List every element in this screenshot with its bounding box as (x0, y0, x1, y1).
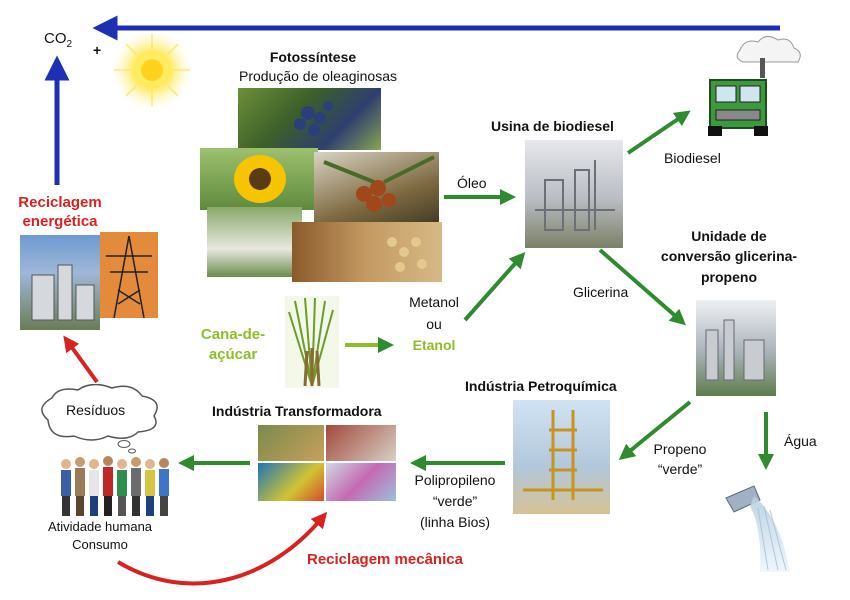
sugarcane-icon (285, 296, 339, 388)
power-tower-icon (100, 232, 158, 318)
polipropileno-line3: (linha Bios) (419, 514, 491, 530)
metanol-arrow (463, 252, 526, 322)
atividade-line2: Consumo (72, 537, 128, 552)
truck-icon (708, 36, 801, 136)
reciclagem-energetica-arrow (63, 335, 99, 384)
usina-title: Usina de biodiesel (491, 118, 614, 134)
water-tap-icon (720, 478, 802, 574)
polipropileno-line2: “verde” (432, 493, 478, 509)
cloud-icon (41, 384, 158, 454)
plastic-products-photo (258, 425, 396, 501)
cana-line1: Cana-de- (200, 326, 266, 343)
metanol-line2: ou (426, 316, 442, 332)
unidade-line3: propeno (701, 269, 757, 285)
atividade-line1: Atividade humana (47, 519, 153, 534)
propeno-line1: Propeno (653, 441, 707, 457)
transformadora-title: Indústria Transformadora (212, 403, 382, 419)
unidade-line2: conversão glicerina- (660, 248, 798, 264)
cotton-photo (207, 207, 302, 277)
sunflower-photo (200, 148, 318, 210)
plus-sign: + (93, 42, 102, 58)
oleo-label: Óleo (457, 175, 487, 191)
fotossintese-subtitle: Produção de oleaginosas (238, 68, 397, 84)
cana-line2: açúcar (208, 346, 258, 363)
agua-label: Água (784, 433, 817, 449)
co2-label: CO2 (44, 30, 73, 50)
residuos-label: Resíduos (66, 402, 126, 418)
power-plant-photo (20, 235, 100, 330)
reciclagem-energetica-line1: Reciclagem (18, 194, 102, 211)
reciclagem-mecanica-arrow (116, 511, 328, 586)
fotossintese-title: Fotossíntese (269, 49, 357, 65)
metanol-line1: Metanol (409, 294, 459, 310)
unidade-line1: Unidade de (691, 228, 767, 244)
biodiesel-arrow (626, 110, 691, 155)
biodiesel-label: Biodiesel (664, 150, 721, 166)
castor-bean-photo (238, 88, 381, 150)
reciclagem-energetica-line2: energética (22, 213, 98, 230)
glicerina-label: Glicerina (573, 284, 629, 300)
sun-icon (112, 30, 192, 110)
refinery-icon (513, 400, 610, 514)
metanol-line3: Etanol (412, 337, 456, 353)
conversion-unit-photo (696, 300, 776, 396)
soy-peanut-photo (292, 222, 442, 282)
petroquimica-title: Indústria Petroquímica (465, 378, 617, 394)
biodiesel-plant-photo (525, 140, 623, 248)
reciclagem-mecanica-label: Reciclagem mecânica (307, 551, 463, 568)
propeno-line2: “verde” (657, 461, 703, 477)
people-icon (61, 456, 169, 516)
palm-fruit-photo (314, 152, 439, 227)
glicerina-arrow (598, 248, 687, 326)
polipropileno-line1: Polipropileno (414, 472, 496, 488)
propeno-arrow (618, 400, 692, 461)
